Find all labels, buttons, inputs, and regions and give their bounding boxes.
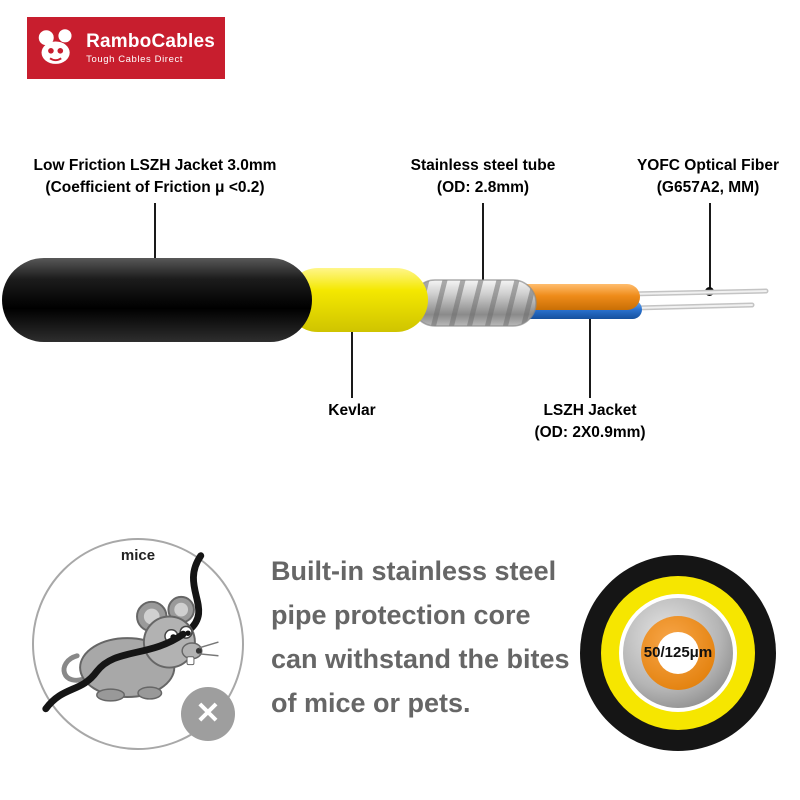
pointer-line-steel bbox=[482, 203, 484, 296]
callout-jacket-line2: (Coefficient of Friction μ <0.2) bbox=[45, 179, 265, 196]
x-mark-icon: ✕ bbox=[181, 687, 235, 741]
callout-steel-tube: Stainless steel tube (OD: 2.8mm) bbox=[378, 155, 588, 199]
callout-fiber-line1: YOFC Optical Fiber bbox=[636, 157, 780, 174]
logo-name: RamboCables bbox=[86, 31, 215, 52]
logo-tagline: Tough Cables Direct bbox=[86, 54, 184, 65]
optical-fibers bbox=[627, 288, 769, 311]
pointer-line-fiber bbox=[709, 203, 711, 289]
description-line-1: Built-in stainless steel bbox=[271, 556, 557, 586]
callout-steel-line2: (OD: 2.8mm) bbox=[436, 179, 530, 196]
pointer-line-lszh bbox=[589, 301, 591, 398]
mice-label: mice bbox=[120, 547, 156, 564]
callout-lszh: LSZH Jacket (OD: 2X0.9mm) bbox=[510, 400, 670, 444]
outer-jacket bbox=[2, 258, 312, 342]
kevlar-layer bbox=[286, 268, 428, 332]
brand-logo: RamboCables Tough Cables Direct bbox=[27, 17, 225, 79]
pointer-line-jacket bbox=[154, 203, 156, 300]
steel-tube bbox=[411, 279, 537, 327]
callout-kevlar-line1: Kevlar bbox=[328, 402, 376, 419]
description-line-2: pipe protection core bbox=[271, 600, 531, 630]
callout-steel-line1: Stainless steel tube bbox=[410, 157, 556, 174]
description-line-4: of mice or pets. bbox=[271, 688, 471, 718]
mouse-illustration bbox=[42, 552, 219, 713]
mice-illustration-circle: mice ✕ bbox=[32, 538, 244, 750]
callout-jacket: Low Friction LSZH Jacket 3.0mm (Coeffici… bbox=[10, 155, 300, 199]
callout-fiber: YOFC Optical Fiber (G657A2, MM) bbox=[617, 155, 799, 199]
pointer-line-kevlar bbox=[351, 306, 353, 398]
callout-kevlar: Kevlar bbox=[292, 400, 412, 422]
description-line-3: can withstand the bites bbox=[271, 644, 570, 674]
cable-cross-section bbox=[580, 555, 776, 751]
callout-lszh-line1: LSZH Jacket bbox=[543, 402, 637, 419]
cross-section-label: 50/125μm bbox=[643, 644, 713, 661]
logo-text: RamboCables Tough Cables Direct bbox=[86, 31, 215, 65]
callout-fiber-line2: (G657A2, MM) bbox=[656, 179, 760, 196]
lszh-orange-tube bbox=[514, 284, 640, 310]
callout-lszh-line2: (OD: 2X0.9mm) bbox=[534, 424, 646, 441]
logo-icon bbox=[38, 29, 72, 64]
description-text: Built-in stainless steel pipe protection… bbox=[271, 549, 570, 725]
callout-jacket-line1: Low Friction LSZH Jacket 3.0mm bbox=[33, 157, 277, 174]
cable-cutaway-illustration bbox=[2, 258, 769, 342]
